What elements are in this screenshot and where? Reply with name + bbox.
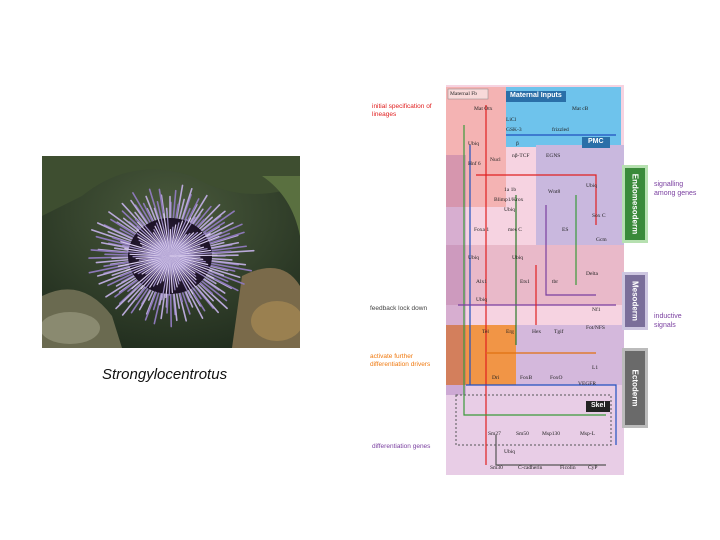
gene-ubiq-4: Ubiq (468, 255, 479, 261)
gene-msp130: Msp130 (542, 431, 561, 437)
grn-edges (458, 105, 617, 466)
gene-msp-l: Msp-L (580, 431, 595, 437)
gene-ubiq-5: Ubiq (512, 255, 523, 261)
urchin-spine (166, 210, 171, 257)
gene-vegfr: VEGFR (578, 381, 597, 387)
gene-foxo: FoxO (550, 375, 563, 381)
gene-ubiq-3: Ubiq (504, 207, 515, 213)
gene-sm50: Sm50 (516, 431, 529, 437)
gene-sm30: Sm30 (490, 465, 503, 471)
gene-1a-1b: 1a 1b (504, 187, 517, 193)
gene-sm27: Sm27 (488, 431, 501, 437)
pmc-box (582, 137, 610, 148)
gene-hex: Hex (532, 329, 542, 335)
urchin-spine (169, 255, 192, 299)
edge-blue-bottom (466, 384, 617, 445)
mesoderm-label: Mesoderm (630, 280, 640, 322)
urchin-spine (169, 254, 218, 257)
maternal-inputs-box (506, 91, 566, 102)
gene-licl: LiCl (506, 117, 517, 123)
gene-mesc: mes C (508, 227, 522, 233)
gene-ubiq-7: Ubiq (504, 449, 515, 455)
gene-l1: L1 (592, 365, 599, 371)
lavender-region-top (536, 145, 624, 245)
edge-purple (545, 205, 596, 296)
gene-wnt8: Wnt8 (548, 189, 561, 195)
endomesoderm-band: Endomesoderm (622, 165, 648, 243)
gene-foxa: Foxa 1 (474, 227, 490, 233)
gene-delta: Delta (586, 271, 598, 277)
pink-region (446, 87, 506, 207)
gene-dri: Dri (492, 375, 500, 381)
gene-mat-cb: Mat cB (572, 106, 589, 112)
annotation-feedback: feedback lock down (370, 305, 428, 312)
left-strip (446, 155, 466, 395)
gene-mat-otx: Mat Otx (474, 106, 493, 112)
gene-ubiq-6: Ubiq (476, 297, 487, 303)
endomesoderm-label: Endomesoderm (630, 173, 640, 235)
gene-frizzled: frizzled (552, 127, 569, 133)
gene-nf1: Nf1 (592, 307, 601, 313)
gene-hnf6: Hnf 6 (468, 161, 481, 167)
gene-ubiq-2: Ubiq (586, 183, 597, 189)
gene-blimp-krox: Blimp1/Krox (494, 197, 524, 203)
annotation-differentiation-genes: differentiation genes (372, 443, 431, 450)
gene-ficolin: Ficolin (560, 465, 576, 471)
gene-beta: β (516, 141, 519, 147)
gene-c-cadherin: C-cadherin (518, 465, 543, 471)
grn-diagram (446, 85, 624, 475)
skel-label: Skel (591, 402, 606, 409)
skel-box (455, 394, 612, 446)
species-caption: Strongylocentrotus (102, 366, 228, 383)
gene-regulatory-network: Maternal Fb Maternal Inputs PMC Skel Mat… (446, 85, 624, 475)
gene-cyp: CyP (588, 465, 598, 471)
gene-nbtcf: nβ-TCF (512, 153, 530, 159)
gene-maternal-fb: Maternal Fb (450, 91, 478, 97)
gene-tel: Tel (482, 329, 489, 335)
skel-label-box (586, 401, 610, 412)
lavender-region-mid (516, 325, 624, 385)
edge-green-loop (463, 125, 606, 416)
gene-tgif: Tgif (554, 329, 564, 335)
gene-egns: EGNS (546, 153, 561, 159)
inductive-signals-label: inductive signals (654, 313, 682, 329)
gene-alx1: Alx1 (476, 279, 487, 285)
gene-soxc: Sox C (592, 213, 606, 219)
gene-tbr: tbr (552, 279, 559, 285)
sea-urchin-photo (42, 156, 300, 348)
edge-red-horizontal (476, 174, 597, 225)
gene-gsk3: GSK-3 (506, 127, 522, 133)
pmc-label: PMC (588, 138, 604, 145)
gene-ubiq-1: Ubiq (468, 141, 479, 147)
annotation-activate: activate further differentiation drivers (370, 353, 431, 368)
mesoderm-band: Mesoderm (622, 272, 648, 330)
ectoderm-band: Ectoderm (622, 348, 648, 428)
gene-erg: Erg (506, 329, 514, 335)
gene-ets1: Ets1 (520, 279, 530, 285)
edge-grey-bottom (495, 435, 606, 466)
signalling-label: signalling among genes (654, 181, 697, 197)
maternal-inputs-label: Maternal Inputs (510, 92, 562, 99)
gene-es: ES (562, 227, 569, 233)
maternal-fb-box (447, 88, 489, 100)
gene-gcm: Gcm (596, 237, 607, 243)
lavender-region-bottom (446, 385, 624, 475)
gene-nucl: Nucl (490, 157, 501, 163)
gene-foxb: FoxB (520, 375, 533, 381)
ectoderm-label: Ectoderm (630, 369, 640, 407)
sea-urchin-image (42, 156, 300, 348)
gene-fotnfs: Fot/NFS (586, 325, 605, 331)
annotation-initial-specification: initial specification of lineages (372, 103, 432, 118)
orange-region (446, 325, 516, 385)
